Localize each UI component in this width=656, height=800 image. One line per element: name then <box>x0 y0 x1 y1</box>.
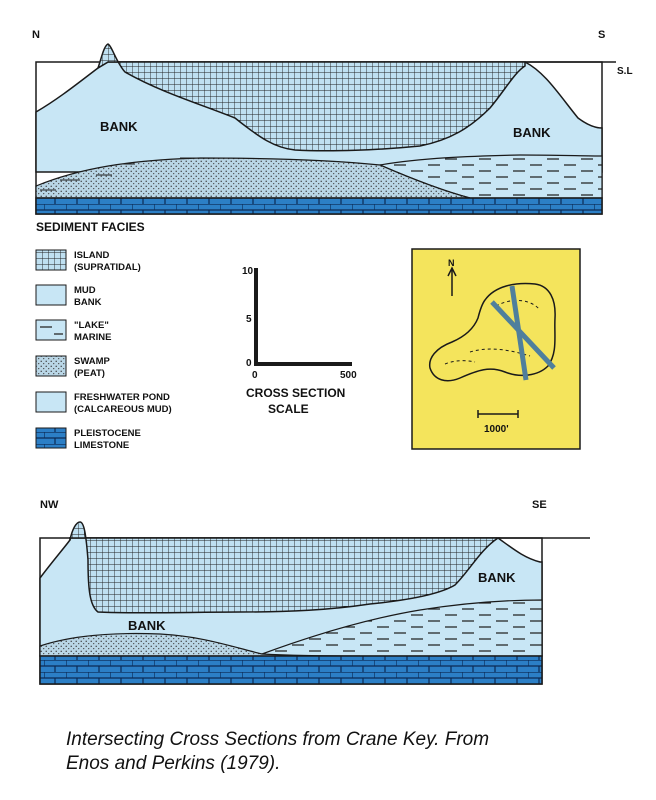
legend-lake-line2: MARINE <box>74 332 111 343</box>
legend-island-line1: ISLAND <box>74 250 110 261</box>
bank-left-label: BANK <box>128 618 166 633</box>
map-north-label: N <box>448 258 455 268</box>
north-arrow-icon <box>447 266 457 296</box>
bank-right-label: BANK <box>478 570 516 585</box>
legend-swatch-limestone <box>35 427 67 449</box>
legend-limestone-line1: PLEISTOCENE <box>74 428 141 439</box>
figure-caption: Intersecting Cross Sections from Crane K… <box>66 728 626 776</box>
caption-line-1: Intersecting Cross Sections from Crane K… <box>66 729 490 750</box>
scale-title-line1: CROSS SECTION <box>246 386 345 400</box>
legend-swatch-freshwater-pond <box>35 391 67 413</box>
legend-island-line2: (SUPRATIDAL) <box>74 262 141 273</box>
legend-lake-line1: "LAKE" <box>74 320 109 331</box>
map-scale-label: 1000' <box>484 424 509 435</box>
island-supratidal-layer <box>96 43 526 152</box>
island-outline <box>428 282 556 382</box>
scale-title-line2: SCALE <box>268 402 309 416</box>
legend-pond-line2: (CALCAREOUS MUD) <box>74 404 172 415</box>
legend-title: SEDIMENT FACIES <box>36 220 145 234</box>
cross-section-scale: 10 5 0 0 500 CROSS SECTION SCALE <box>242 266 357 416</box>
sea-level-label: S.L <box>617 66 633 77</box>
cross-section-northwest-southeast: NW SE BANK BANK <box>39 499 590 685</box>
section-bottom-right-label: SE <box>532 499 547 511</box>
legend-pond-line1: FRESHWATER POND <box>74 392 170 403</box>
bank-dash-region <box>261 599 543 657</box>
island-supratidal-layer <box>69 521 501 614</box>
bank-left-label: BANK <box>100 119 138 134</box>
scale-y-tick-0: 0 <box>246 358 252 369</box>
caption-line-2: Enos and Perkins (1979). <box>66 753 281 774</box>
section-top-left-label: N <box>32 29 40 41</box>
legend-swatch-island <box>35 249 67 271</box>
pleistocene-limestone-layer <box>39 655 543 685</box>
legend-lake-dashes <box>40 326 63 335</box>
legend-limestone-line2: LIMESTONE <box>74 440 129 451</box>
cross-section-north-south: N S S.L BANK BANK <box>32 29 633 215</box>
section-line-nw-se <box>490 300 556 370</box>
bank-dash-lines <box>40 157 232 191</box>
legend-swamp-line2: (PEAT) <box>74 368 105 379</box>
scale-y-tick-5: 5 <box>246 314 252 325</box>
section-line-n-s <box>509 285 529 381</box>
legend-swatch-lake-marine <box>35 319 67 341</box>
bank-right-label: BANK <box>513 125 551 140</box>
island-inner-contours <box>444 300 541 365</box>
legend-swatch-mud-bank <box>35 284 67 306</box>
sediment-facies-legend: SEDIMENT FACIES ISLAND (SUPRATIDAL) MUD … <box>35 220 172 451</box>
pleistocene-limestone-layer <box>35 197 603 215</box>
scale-x-tick-0: 0 <box>252 370 258 381</box>
section-top-right-label: S <box>598 29 605 41</box>
scale-y-tick-10: 10 <box>242 266 254 277</box>
legend-swamp-line1: SWAMP <box>74 356 111 367</box>
swamp-peat-layer <box>35 157 471 199</box>
location-map: N 1000' <box>411 248 581 450</box>
legend-mud-bank-line1: MUD <box>74 285 96 296</box>
map-scale-bar <box>477 410 519 418</box>
section-bottom-left-label: NW <box>40 499 59 511</box>
scale-x-tick-500: 500 <box>340 370 357 381</box>
legend-swatch-swamp <box>35 355 67 377</box>
scale-axes <box>254 268 352 366</box>
legend-mud-bank-line2: BANK <box>74 297 102 308</box>
